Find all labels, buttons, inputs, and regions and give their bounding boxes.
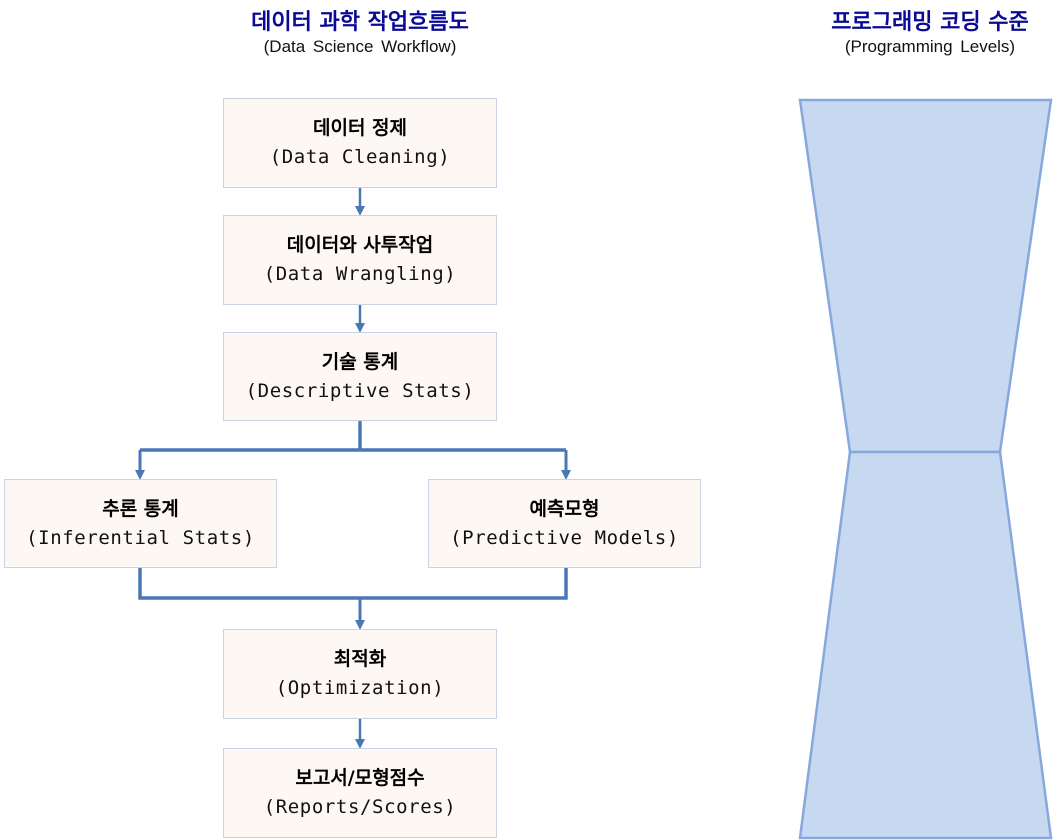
workflow-header: 데이터 과학 작업흐름도 (Data Science Workflow): [160, 9, 560, 57]
step-descriptive-stats: 기술 통계 (Descriptive Stats): [223, 332, 497, 421]
step-predictive-models: 예측모형 (Predictive Models): [428, 479, 701, 568]
hourglass-top: [798, 98, 1053, 454]
workflow-title: 데이터 과학 작업흐름도: [251, 10, 469, 35]
step-label-ko: 데이터 정제: [312, 117, 407, 139]
levels-title: 프로그래밍 코딩 수준: [831, 10, 1029, 35]
hourglass-bottom: [798, 450, 1053, 840]
step-label-en: (Inferential Stats): [26, 526, 255, 549]
step-label-en: (Data Wrangling): [263, 263, 457, 285]
step-label-ko: 데이터와 사투작업: [286, 234, 434, 256]
step-label-ko: 예측모형: [529, 497, 600, 520]
step-label-en: (Predictive Models): [450, 526, 679, 549]
connector-merge: [138, 568, 568, 600]
step-inferential-stats: 추론 통계 (Inferential Stats): [4, 479, 277, 568]
step-label-en: (Optimization): [275, 677, 445, 699]
step-optimization: 최적화 (Optimization): [223, 629, 497, 719]
step-label-en: (Reports/Scores): [263, 796, 457, 818]
step-label-en: (Descriptive Stats): [245, 379, 475, 402]
step-label-ko: 기술 통계: [321, 350, 399, 373]
levels-header: 프로그래밍 코딩 수준 (Programming Levels): [800, 9, 1060, 57]
step-label-ko: 최적화: [333, 648, 387, 670]
step-label-ko: 보고서/모형점수: [295, 767, 425, 789]
step-data-cleaning: 데이터 정제 (Data Cleaning): [223, 98, 497, 188]
step-label-ko: 추론 통계: [102, 497, 179, 520]
step-reports-scores: 보고서/모형점수 (Reports/Scores): [223, 748, 497, 838]
step-data-wrangling: 데이터와 사투작업 (Data Wrangling): [223, 215, 497, 305]
connector-split: [140, 421, 566, 452]
step-label-en: (Data Cleaning): [269, 146, 451, 168]
levels-subtitle: (Programming Levels): [844, 37, 1016, 56]
workflow-subtitle: (Data Science Workflow): [263, 37, 457, 56]
